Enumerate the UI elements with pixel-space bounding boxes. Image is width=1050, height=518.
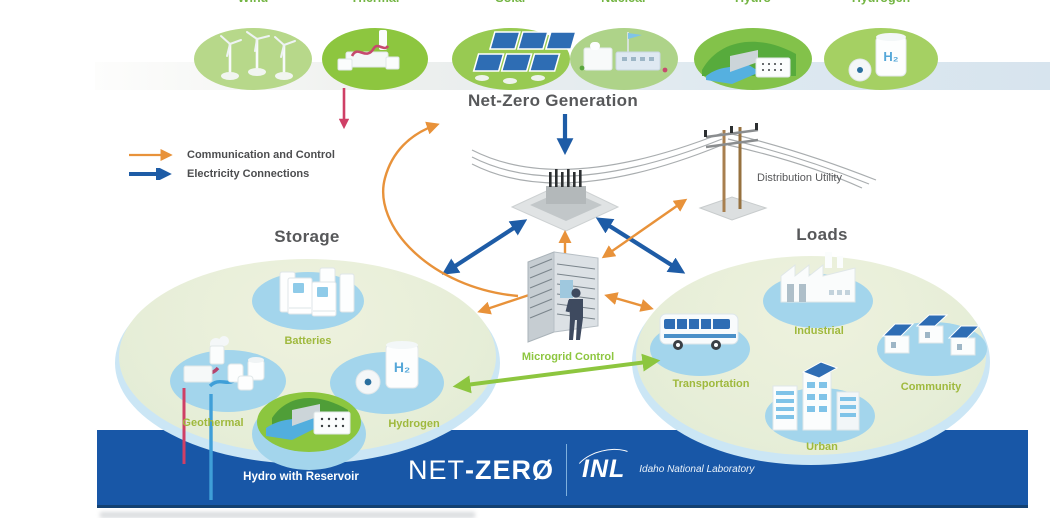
legend-row-electricity: Electricity Connections [127, 164, 335, 183]
industrial-icon [780, 252, 856, 303]
industrial-circle [763, 252, 873, 328]
solar-ellipse [452, 28, 577, 90]
loads-label-community: Community [900, 381, 962, 393]
source-label-hydrogen: Hydrogen [852, 0, 910, 9]
storage-label-hydrogen: Hydrogen [388, 418, 440, 430]
comm-arrow-microgrid-storage [477, 286, 548, 315]
substation-icon [510, 169, 620, 232]
wind-ellipse [194, 28, 312, 90]
legend: Communication and Control Electricity Co… [127, 145, 335, 183]
netzero-logo: NET-ZERØ [408, 455, 554, 486]
storage-label-batteries: Batteries [284, 335, 332, 347]
inl-logo: INL Idaho National Laboratory [570, 442, 755, 494]
hydro-icon [702, 41, 796, 84]
netzero-logo-net: NET [408, 455, 465, 485]
thermal-ellipse [322, 28, 428, 90]
operator-person-icon [565, 288, 583, 340]
hydrogen-ellipse: H₂ [824, 28, 938, 90]
microgrid-server-icon [527, 251, 599, 343]
microgrid-control-label: Microgrid Control [521, 351, 615, 363]
hydrogen-icon: H₂ [848, 33, 907, 82]
storage-title: Storage [274, 227, 340, 246]
loads-label-industrial: Industrial [794, 325, 844, 337]
inl-logo-name: Idaho National Laboratory [639, 464, 755, 475]
legend-row-communication: Communication and Control [127, 145, 335, 164]
transportation-icon [659, 313, 739, 350]
cropped-caption-blur [100, 512, 475, 518]
nuclear-ellipse [570, 28, 678, 90]
inl-logo-text: INL [582, 455, 626, 483]
transportation-circle [650, 313, 750, 376]
comm-arrow-microgrid-utility [601, 198, 688, 259]
source-label-thermal: Thermal [351, 0, 400, 9]
source-label-wind: Wind [238, 0, 268, 9]
urban-icon [772, 361, 860, 431]
community-icon [881, 314, 981, 356]
electricity-arrow-icon [129, 167, 172, 180]
legend-label-electricity: Electricity Connections [187, 167, 310, 180]
inl-logo-mark: INL [570, 442, 642, 494]
storage-label-hydro-reservoir: Hydro with Reservoir [243, 471, 359, 483]
communication-arrow-icon [129, 148, 173, 161]
netzero-logo-zero: -ZERØ [465, 455, 554, 485]
hydro-reservoir-circle [252, 392, 366, 470]
geothermal-circle [170, 336, 286, 412]
batteries-circle [252, 267, 364, 330]
wind-icon [220, 31, 296, 80]
legend-label-communication: Communication and Control [187, 148, 335, 161]
nuclear-icon [579, 32, 668, 73]
loads-label-transportation: Transportation [672, 378, 750, 390]
source-label-nuclear: Nuclear [601, 0, 647, 9]
comm-arrow-microgrid-loads [604, 292, 654, 312]
loads-label-urban: Urban [806, 441, 838, 453]
svg-text:H₂: H₂ [394, 359, 410, 375]
community-circle [877, 314, 987, 376]
electricity-arrow-substation-loads [595, 217, 686, 274]
hydro-reservoir-icon [257, 392, 361, 452]
source-label-solar: Solar [495, 0, 526, 9]
svg-text:H₂: H₂ [883, 49, 898, 64]
urban-circle [765, 361, 875, 444]
comm-arrow-microgrid-generation [382, 121, 519, 298]
geothermal-icon [183, 336, 265, 391]
source-label-hydro: Hydro [735, 0, 771, 9]
batteries-icon [279, 267, 355, 317]
storage-label-geothermal: Geothermal [182, 417, 244, 429]
hydro-ellipse [694, 28, 812, 90]
storage-hydrogen-icon: H₂ [355, 341, 419, 395]
electricity-arrow-substation-storage [441, 219, 528, 275]
loads-title: Loads [796, 225, 848, 244]
distribution-utility-label: Distribution Utility [757, 172, 842, 184]
generation-title: Net-Zero Generation [467, 91, 639, 110]
solar-icon [472, 31, 577, 84]
logo-divider [566, 444, 567, 496]
thermal-icon [337, 30, 400, 71]
